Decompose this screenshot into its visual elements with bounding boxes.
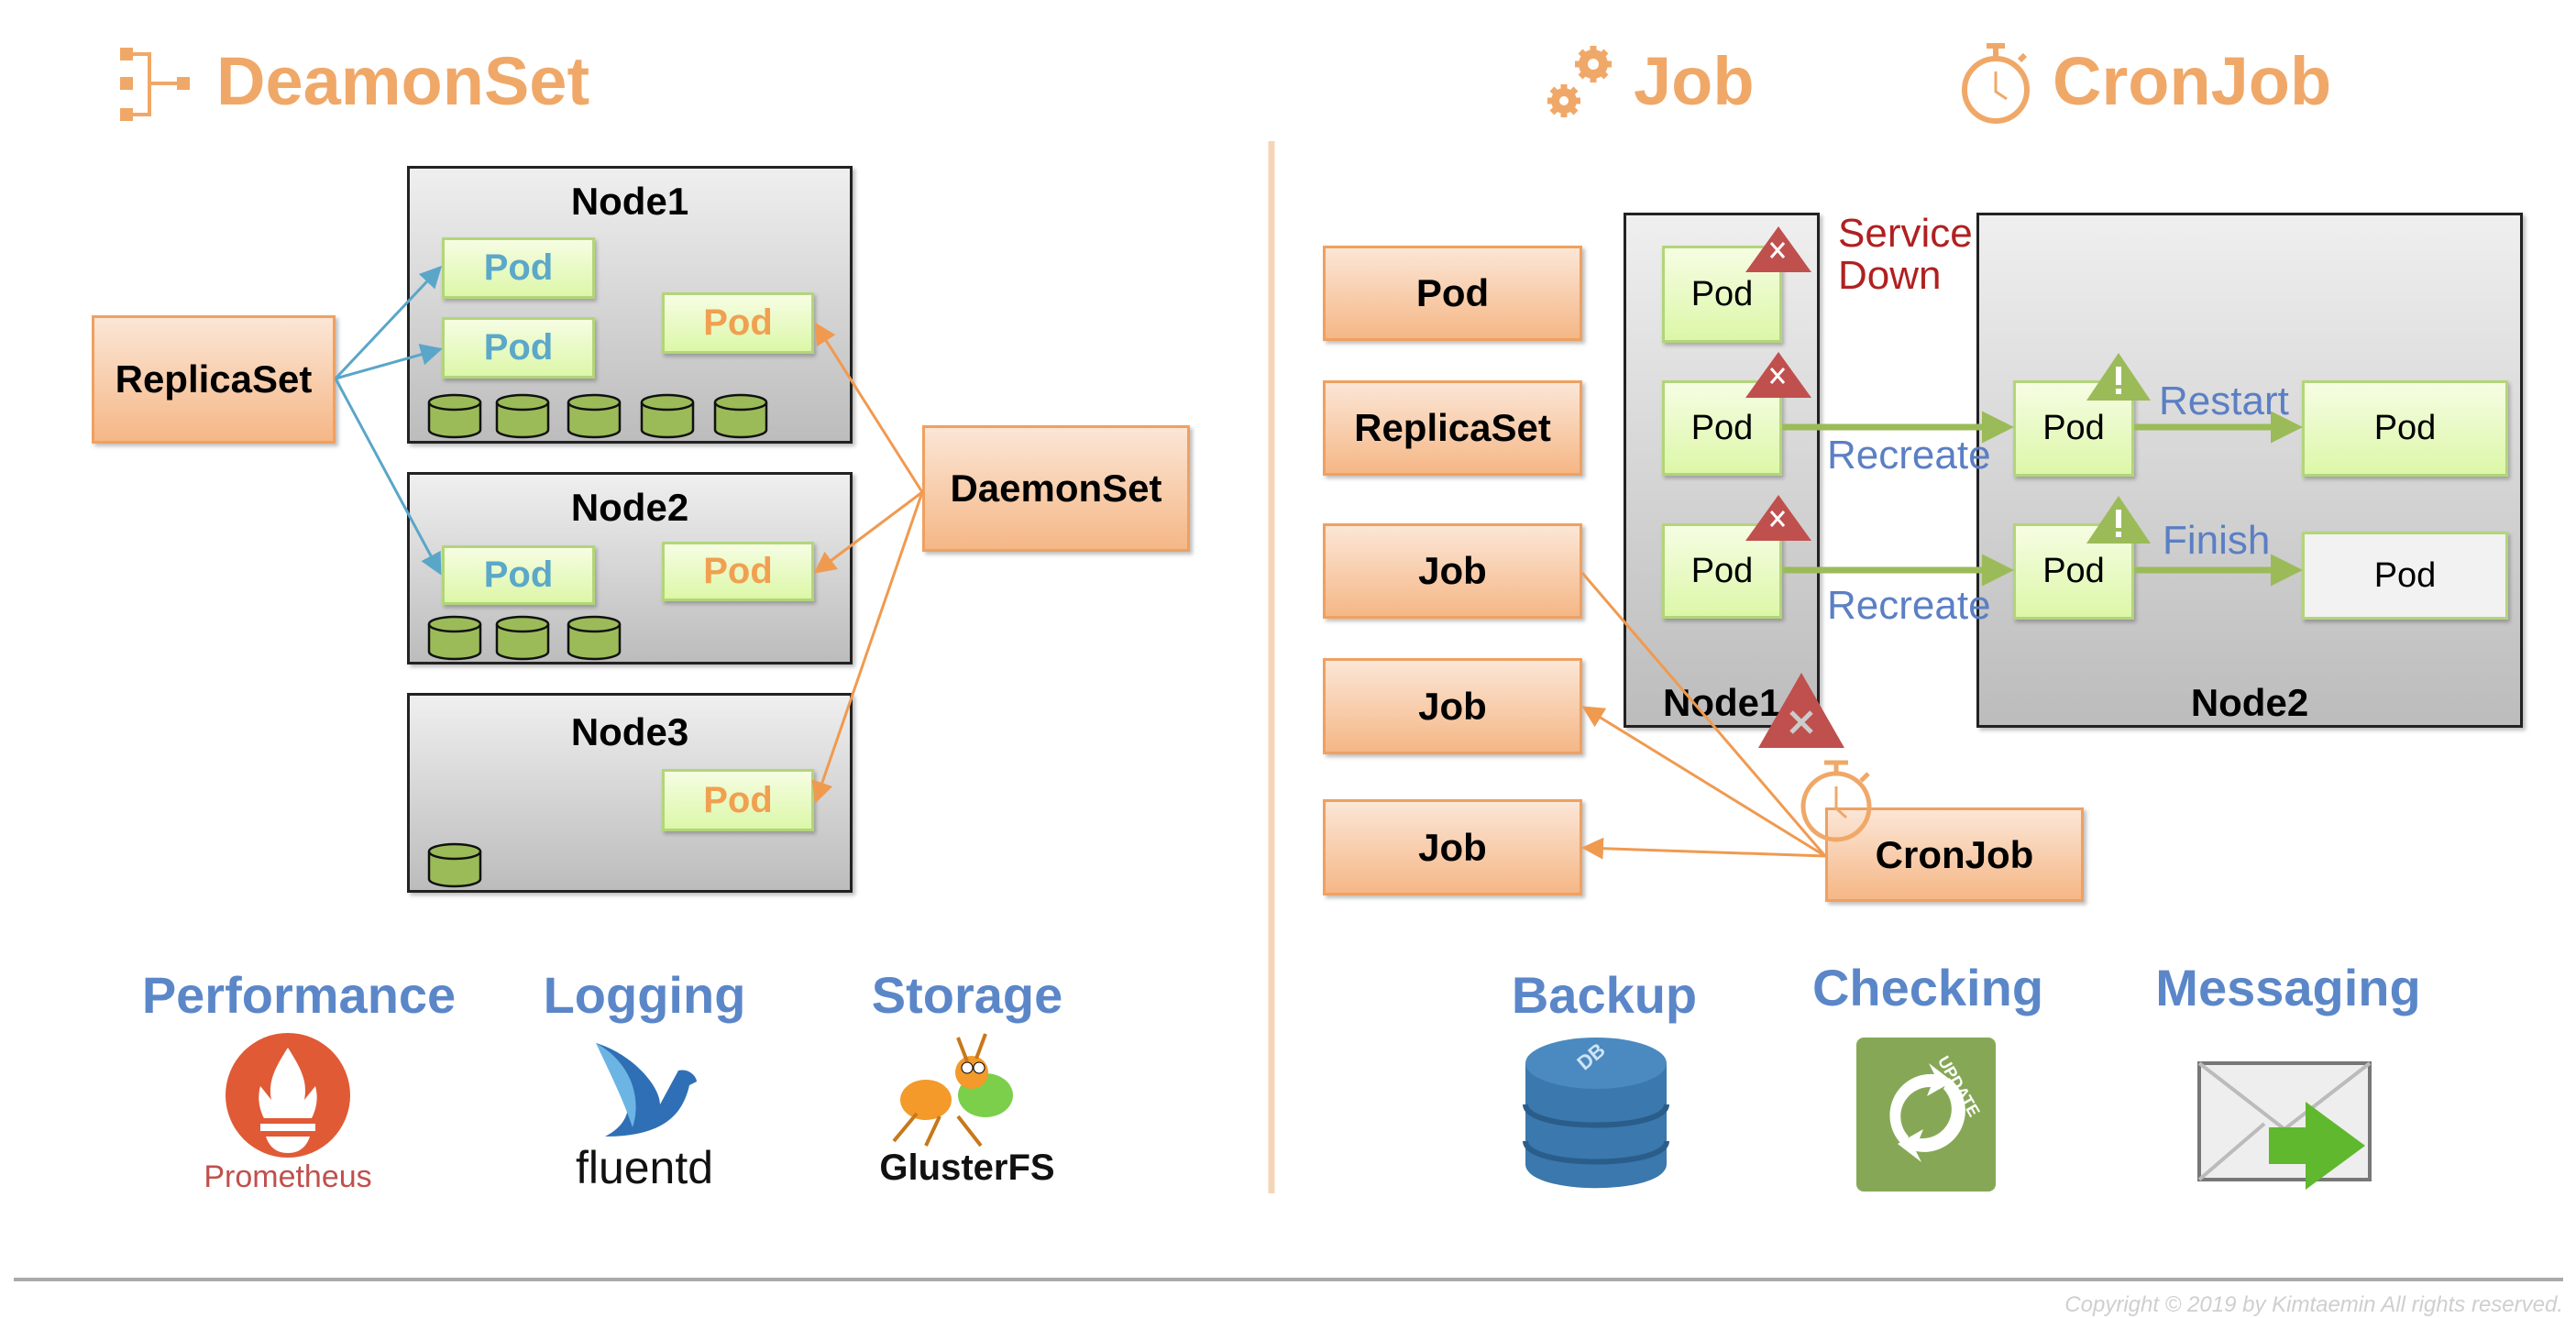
restart-label: Restart [2159,379,2289,423]
daemonset-pod: Pod [662,769,814,831]
restarted-pod: Pod [2302,380,2508,477]
job-box: Job [1323,523,1582,619]
finish-label: Finish [2163,518,2271,563]
node2-title: Node2 [570,486,689,529]
service-down-label: Service Down [1838,213,1973,297]
job-box: Job [1323,799,1582,895]
glusterfs-ant-logo [892,1033,1013,1148]
recreated-pod: Pod [2013,523,2134,620]
fluentd-text: fluentd [575,1142,714,1193]
storage-label: Storage [871,966,1063,1024]
cronjob-box: CronJob [1825,807,2084,902]
daemonset-pod: Pod [662,292,814,354]
messaging-label: Messaging [2155,959,2421,1016]
node1-title: Node1 [570,180,689,223]
prometheus-logo [226,1033,350,1158]
job-title: Job [1634,43,1755,119]
recreate-label: Recreate [1827,433,1991,478]
pod-box: Pod [1323,246,1582,341]
cronjob-title: CronJob [2053,43,2332,119]
fluentd-bird-logo [596,1043,697,1137]
replicaset-box: ReplicaSet [92,315,336,444]
node1-title-right: Node1 [1663,681,1781,724]
daemonset-box: DaemonSet [922,425,1190,552]
copyright: Copyright © 2019 by Kimtaemin All rights… [2064,1292,2563,1317]
update-badge: UPDATE [1933,1052,1984,1120]
replicaset-box-right: ReplicaSet [1323,380,1582,476]
logging-label: Logging [543,966,746,1024]
job-box: Job [1323,658,1582,754]
checking-label: Checking [1811,959,2044,1016]
backup-label: Backup [1511,966,1698,1024]
prometheus-text: Prometheus [204,1159,372,1194]
replicaset-pod: Pod [442,237,595,299]
daemonset-pod: Pod [662,542,814,601]
failed-pod: Pod [1662,246,1782,343]
cronjob-arrow [1581,837,1826,860]
deamonset-icon [120,48,190,121]
finished-pod: Pod [2302,532,2508,620]
recreated-pod: Pod [2013,380,2134,477]
glusterfs-text: GlusterFS [879,1148,1055,1188]
node2-title-right: Node2 [2190,681,2309,724]
failed-pod: Pod [1662,380,1782,476]
cronjob-arrow [1581,706,1826,858]
envelope-send-icon [2197,1061,2372,1190]
performance-label: Performance [141,966,457,1024]
db-badge: DB [1572,1038,1610,1075]
recreate-label: Recreate [1827,583,1991,628]
stopwatch-icon [1962,43,2030,124]
service-down-line1: Service [1838,211,1973,256]
deamonset-title: DeamonSet [216,43,590,119]
replicaset-pod: Pod [442,545,595,605]
failed-pod: Pod [1662,523,1782,619]
replicaset-pod: Pod [442,317,595,379]
node3-title: Node3 [570,710,689,753]
gears-icon [1547,46,1612,117]
service-down-line2: Down [1838,253,1942,298]
